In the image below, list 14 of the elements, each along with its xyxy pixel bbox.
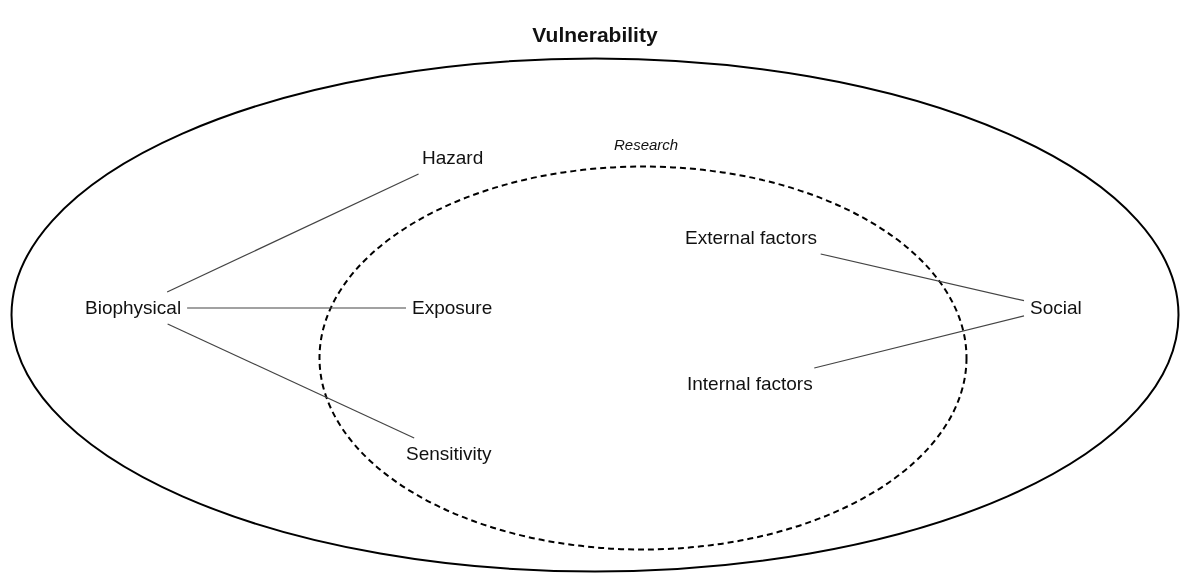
connector-line (167, 323, 415, 439)
node-label: External factors (685, 226, 817, 250)
region-heading: Research (614, 136, 679, 153)
node-label: Biophysical (85, 296, 182, 320)
connector-line (820, 253, 1025, 302)
node-label: Hazard (422, 146, 484, 170)
connector-line (813, 315, 1025, 369)
node-label: Social (1030, 296, 1082, 320)
connector-line (166, 173, 420, 293)
connector-line (186, 307, 407, 309)
node-label: Exposure (412, 296, 493, 320)
node-label: Internal factors (687, 372, 813, 396)
region-heading: Vulnerability (531, 23, 659, 47)
node-label: Sensitivity (406, 442, 492, 466)
